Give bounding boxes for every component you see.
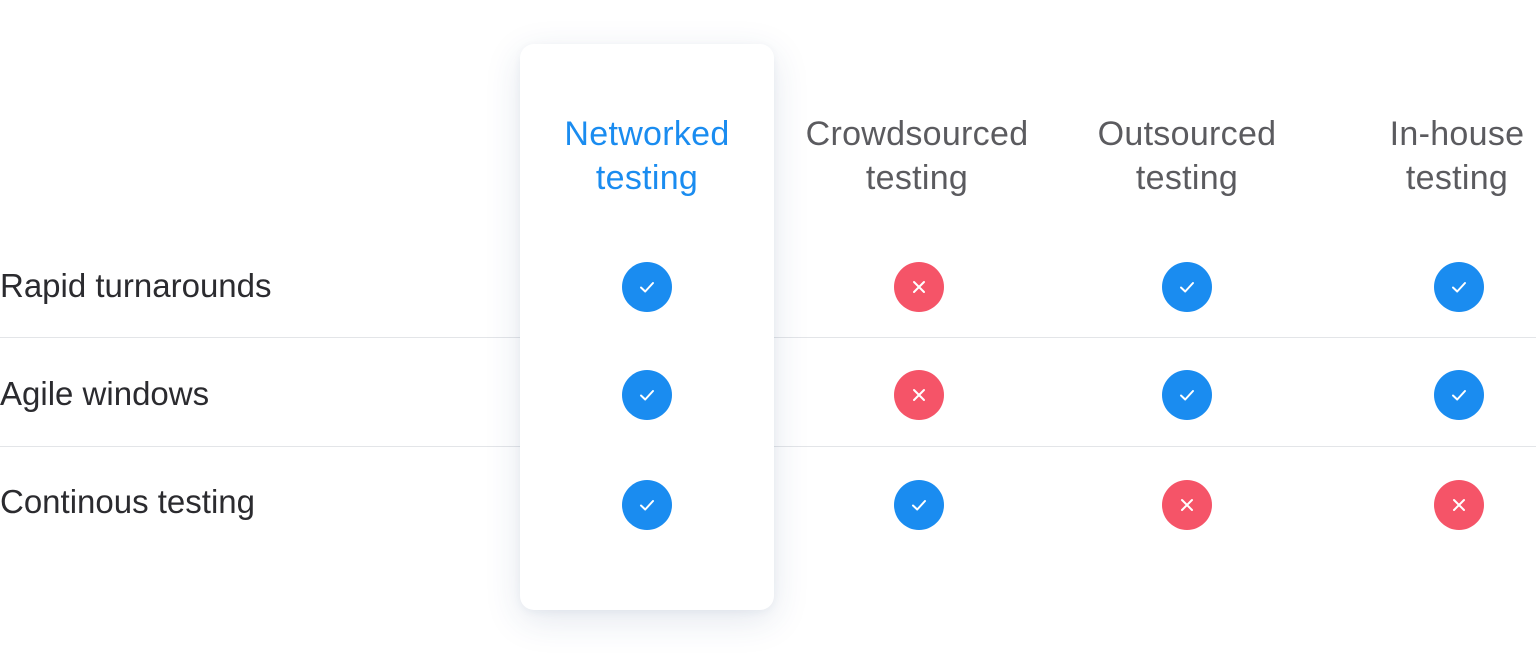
status-no-badge	[1162, 480, 1212, 530]
status-no-badge	[894, 370, 944, 420]
status-yes-badge	[622, 370, 672, 420]
check-icon	[1448, 384, 1470, 406]
status-yes-badge	[622, 262, 672, 312]
check-icon	[636, 276, 658, 298]
status-yes-badge	[622, 480, 672, 530]
check-icon	[1176, 384, 1198, 406]
status-no-badge	[894, 262, 944, 312]
cross-icon	[1176, 494, 1198, 516]
cross-icon	[908, 276, 930, 298]
row-label-agile-windows: Agile windows	[0, 375, 210, 412]
status-yes-badge	[894, 480, 944, 530]
status-yes-badge	[1162, 262, 1212, 312]
row-label-continous-testing: Continous testing	[0, 483, 255, 520]
check-icon	[636, 494, 658, 516]
status-yes-badge	[1162, 370, 1212, 420]
cross-icon	[1448, 494, 1470, 516]
check-icon	[1176, 276, 1198, 298]
check-icon	[908, 494, 930, 516]
row-label-rapid-turnarounds: Rapid turnarounds	[0, 267, 272, 304]
status-yes-badge	[1434, 262, 1484, 312]
check-icon	[1448, 276, 1470, 298]
status-yes-badge	[1434, 370, 1484, 420]
cross-icon	[908, 384, 930, 406]
status-no-badge	[1434, 480, 1484, 530]
check-icon	[636, 384, 658, 406]
